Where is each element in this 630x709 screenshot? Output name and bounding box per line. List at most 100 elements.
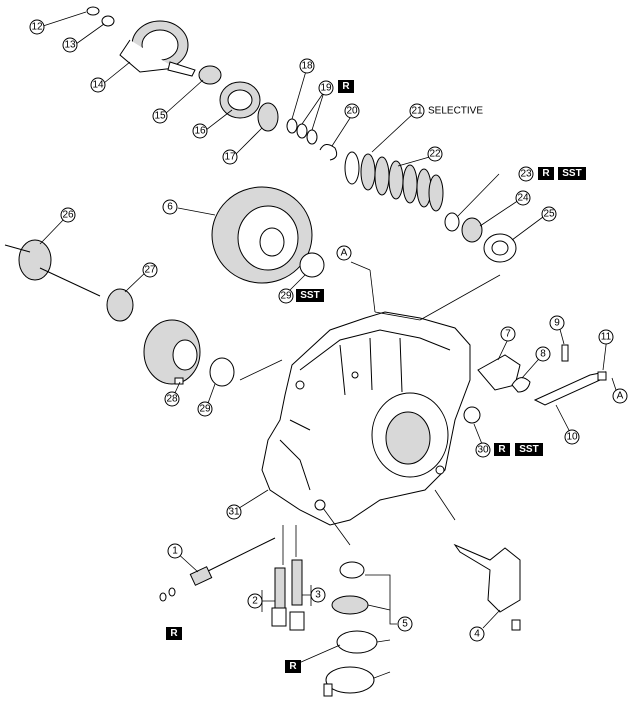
tag-r-30: R	[494, 443, 510, 456]
svg-text:28: 28	[166, 394, 178, 405]
svg-text:15: 15	[154, 111, 166, 122]
tag-r-5: R	[285, 660, 301, 673]
part-19-rings	[296, 123, 318, 145]
svg-text:4: 4	[474, 629, 480, 640]
tag-r-1: R	[166, 627, 182, 640]
callout-31: 31	[226, 504, 242, 520]
svg-text:30: 30	[477, 445, 489, 456]
transaxle-case	[261, 311, 471, 526]
svg-text:13: 13	[64, 40, 76, 51]
callout-14: 14	[90, 77, 106, 93]
leader-lines	[39, 11, 617, 679]
part-20-snap-ring	[319, 144, 338, 161]
part-14-planetary-carrier	[119, 20, 196, 77]
svg-text:SST: SST	[519, 444, 538, 455]
svg-text:R: R	[542, 168, 550, 179]
callout-23: 23	[518, 166, 534, 182]
part-30-oil-seal	[463, 406, 481, 424]
svg-text:23: 23	[520, 169, 532, 180]
selective-label: SELECTIVE	[428, 106, 483, 117]
part-13-ring	[101, 15, 115, 27]
reference-a-upper: A	[336, 245, 352, 261]
svg-text:A: A	[341, 248, 348, 259]
svg-text:27: 27	[144, 265, 156, 276]
svg-text:7: 7	[505, 329, 511, 340]
tag-sst-29: SST	[296, 289, 324, 302]
part-23-snap-ring	[444, 212, 460, 232]
svg-text:29: 29	[280, 291, 292, 302]
svg-text:11: 11	[601, 332, 612, 343]
svg-text:9: 9	[554, 318, 560, 329]
svg-text:R: R	[498, 444, 506, 455]
part-11-nut	[597, 371, 607, 381]
svg-text:R: R	[289, 661, 297, 672]
callout-30: 30	[475, 442, 491, 458]
tag-sst-23: SST	[558, 167, 586, 180]
callout-25: 25	[541, 206, 557, 222]
svg-text:R: R	[170, 628, 178, 639]
part-5-piston-assembly	[323, 561, 378, 697]
svg-text:8: 8	[540, 349, 546, 360]
callout-19: 19	[318, 80, 334, 96]
svg-text:10: 10	[566, 432, 578, 443]
callout-5: 5	[397, 616, 413, 632]
callout-8: 8	[535, 346, 551, 362]
callout-17: 17	[222, 149, 238, 165]
callout-12: 12	[29, 19, 45, 35]
svg-text:29: 29	[199, 404, 211, 415]
callout-10: 10	[564, 429, 580, 445]
callout-6: 6	[162, 199, 178, 215]
callout-9: 9	[549, 315, 565, 331]
part-17-bearing	[257, 102, 279, 132]
svg-text:14: 14	[92, 80, 104, 91]
svg-text:16: 16	[194, 126, 206, 137]
svg-text:22: 22	[429, 149, 441, 160]
part-21-22-clutch-pack	[344, 151, 444, 212]
part-4-switch	[453, 543, 521, 631]
part-1-sensor	[159, 537, 276, 602]
svg-text:24: 24	[517, 193, 529, 204]
part-26-27-shaft	[4, 239, 134, 322]
svg-text:20: 20	[346, 106, 358, 117]
callout-4: 4	[469, 626, 485, 642]
part-16-drum	[219, 81, 261, 119]
part-28-drive-gear	[143, 319, 201, 385]
callout-29-lower: 29	[197, 401, 213, 417]
svg-text:5: 5	[402, 619, 408, 630]
svg-text:3: 3	[315, 590, 321, 601]
part-25-seal	[483, 233, 517, 263]
callout-18: 18	[299, 58, 315, 74]
part-29-oil-seal-upper	[299, 252, 325, 278]
callout-11: 11	[598, 329, 614, 345]
callout-16: 16	[192, 123, 208, 139]
callout-13: 13	[62, 37, 78, 53]
callout-7: 7	[500, 326, 516, 342]
part-7-bracket	[477, 354, 521, 391]
callout-28: 28	[164, 391, 180, 407]
svg-text:A: A	[617, 391, 624, 402]
svg-text:R: R	[342, 81, 350, 92]
part-6-differential	[211, 186, 313, 284]
svg-text:26: 26	[62, 210, 74, 221]
part-15-gear	[198, 65, 222, 85]
part-8-spring	[511, 377, 531, 393]
tag-r-23: R	[538, 167, 554, 180]
svg-text:1: 1	[172, 546, 178, 557]
callout-22: 22	[427, 146, 443, 162]
svg-text:21: 21	[411, 106, 423, 117]
callout-24: 24	[515, 190, 531, 206]
tag-sst-30: SST	[515, 443, 543, 456]
callout-29-upper: 29	[278, 288, 294, 304]
callout-26: 26	[60, 207, 76, 223]
svg-text:18: 18	[301, 61, 313, 72]
svg-text:25: 25	[543, 209, 555, 220]
part-18-washer	[286, 118, 298, 134]
reference-a-right: A	[612, 388, 628, 404]
svg-text:6: 6	[167, 202, 173, 213]
part-10-lever	[533, 371, 607, 406]
svg-text:SELECTIVE: SELECTIVE	[428, 106, 483, 117]
callout-20: 20	[344, 103, 360, 119]
svg-text:2: 2	[252, 596, 258, 607]
callout-27: 27	[142, 262, 158, 278]
